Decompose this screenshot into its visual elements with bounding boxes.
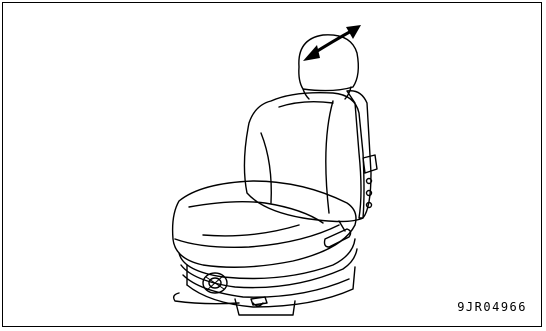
- side-panel: [347, 91, 371, 218]
- figure-frame: 9JR04966: [2, 2, 542, 327]
- seat-cushion: [173, 181, 356, 267]
- seat-illustration: [3, 3, 543, 328]
- figure-code: 9JR04966: [457, 300, 527, 314]
